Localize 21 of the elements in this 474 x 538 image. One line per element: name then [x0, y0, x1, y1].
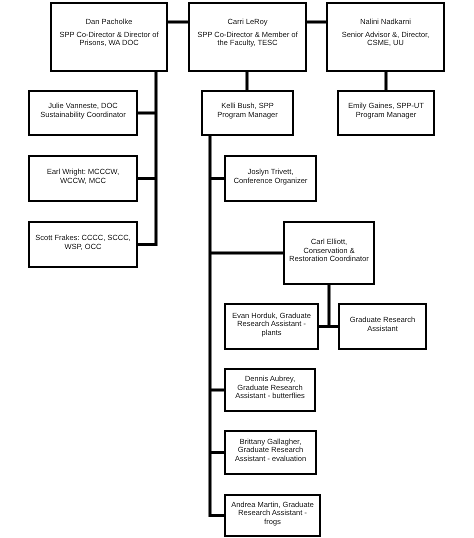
connector-line — [246, 72, 248, 90]
connector-line — [307, 20, 326, 24]
connector-line — [384, 72, 388, 90]
person-box — [224, 430, 317, 475]
connector-line — [208, 136, 224, 517]
person-box — [337, 90, 435, 136]
person-box — [224, 155, 317, 202]
person-box — [188, 2, 307, 72]
person-box — [201, 90, 294, 136]
connector-line — [328, 285, 338, 328]
person-box — [28, 221, 138, 268]
person-box — [326, 2, 445, 72]
person-box — [224, 368, 316, 412]
person-box — [224, 303, 319, 350]
person-box — [338, 303, 427, 350]
person-box — [224, 494, 321, 537]
connector-line — [168, 20, 188, 24]
person-box — [28, 155, 138, 202]
person-box — [50, 2, 168, 72]
person-box — [283, 221, 375, 285]
person-box — [28, 90, 138, 136]
